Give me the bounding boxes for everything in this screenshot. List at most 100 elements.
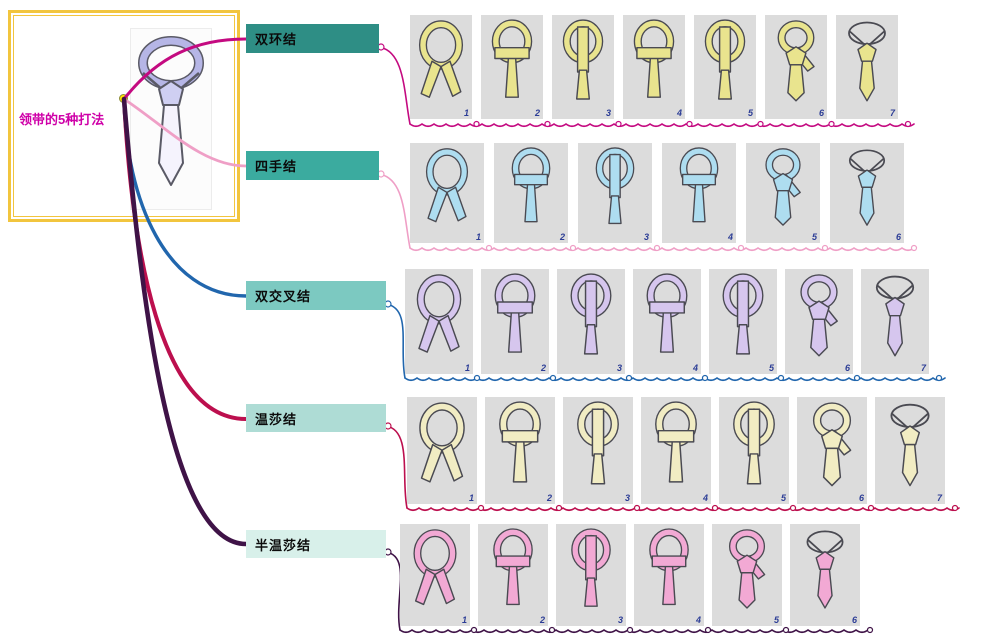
tie-illustration (138, 36, 204, 186)
step-number: 7 (920, 363, 926, 373)
tie-step-card[interactable]: 2 (494, 143, 568, 243)
step-number: 5 (773, 615, 779, 625)
tie-step-image (679, 147, 719, 223)
collapse-handle[interactable] (119, 94, 128, 103)
step-number: 2 (539, 615, 545, 625)
tie-step-image (633, 19, 675, 98)
step-number: 5 (780, 493, 786, 503)
tie-step-card[interactable]: 7 (875, 397, 945, 504)
tie-step-card[interactable]: 3 (556, 524, 626, 626)
tie-step-card[interactable]: 6 (830, 143, 904, 243)
tie-step-image (848, 149, 886, 226)
tie-step-card[interactable]: 5 (712, 524, 782, 626)
tie-step-image (733, 401, 775, 485)
tie-step-image (416, 274, 462, 353)
step-number: 2 (546, 493, 552, 503)
step-number: 1 (468, 493, 474, 503)
tie-step-card[interactable]: 3 (578, 143, 652, 243)
branch-box-half-windsor-knot[interactable]: 半温莎结 (246, 530, 386, 558)
step-row-half-windsor: 1 2 3 4 5 6 (400, 524, 860, 626)
tie-step-card[interactable]: 1 (400, 524, 470, 626)
tie-step-card[interactable]: 4 (634, 524, 704, 626)
tie-step-image (800, 274, 838, 357)
tie-step-image (777, 20, 815, 102)
step-number: 1 (463, 108, 469, 118)
branch-box-windsor-knot[interactable]: 温莎结 (246, 404, 386, 432)
root-topic[interactable]: 领带的5种打法 (8, 10, 240, 222)
tie-step-image (419, 402, 465, 483)
tie-step-image (413, 529, 457, 606)
tie-step-card[interactable]: 4 (633, 269, 701, 374)
tie-step-card[interactable]: 3 (563, 397, 633, 504)
step-number: 6 (851, 615, 857, 625)
step-number: 4 (727, 232, 733, 242)
tie-step-card[interactable]: 2 (481, 15, 543, 119)
step-number: 4 (695, 615, 701, 625)
tie-step-card[interactable]: 1 (407, 397, 477, 504)
tie-step-card[interactable]: 5 (709, 269, 777, 374)
tie-step-image (848, 21, 886, 102)
tie-step-card[interactable]: 4 (623, 15, 685, 119)
root-title: 领带的5种打法 (19, 112, 105, 127)
tie-step-image (806, 530, 844, 609)
tie-step-image (765, 148, 801, 226)
tie-step-image (511, 147, 551, 223)
step-number: 2 (534, 108, 540, 118)
step-number: 6 (895, 232, 901, 242)
tie-step-card[interactable]: 6 (790, 524, 860, 626)
tie-step-card[interactable]: 2 (485, 397, 555, 504)
tie-step-card[interactable]: 1 (405, 269, 473, 374)
branch-label: 半温莎结 (255, 537, 312, 553)
tie-step-card[interactable]: 7 (836, 15, 898, 119)
tie-step-image (571, 528, 611, 607)
tie-step-image (875, 275, 915, 357)
tie-step-card[interactable]: 4 (641, 397, 711, 504)
tie-step-card[interactable]: 3 (552, 15, 614, 119)
branch-box-double-cross-knot[interactable]: 双交叉结 (246, 281, 386, 310)
tie-step-image (418, 20, 464, 98)
tie-step-card[interactable]: 1 (410, 15, 472, 119)
tie-step-image (655, 401, 697, 483)
tie-step-card[interactable]: 2 (481, 269, 549, 374)
step-number: 3 (624, 493, 630, 503)
tie-step-card[interactable]: 4 (662, 143, 736, 243)
step-number: 3 (605, 108, 611, 118)
tie-step-card[interactable]: 5 (694, 15, 756, 119)
tie-step-card[interactable]: 7 (861, 269, 929, 374)
branch-box-double-loop-knot[interactable]: 双环结 (246, 24, 379, 53)
tie-step-card[interactable]: 6 (765, 15, 827, 119)
tie-step-image (595, 147, 635, 225)
tie-step-card[interactable]: 5 (746, 143, 820, 243)
step-number: 4 (676, 108, 682, 118)
step-number: 4 (692, 363, 698, 373)
tie-step-card[interactable]: 1 (410, 143, 484, 243)
tie-step-card[interactable]: 6 (785, 269, 853, 374)
tie-step-image (722, 273, 764, 355)
tie-step-card[interactable]: 3 (557, 269, 625, 374)
step-row-double-cross: 1 2 3 4 5 6 7 (405, 269, 929, 374)
tie-step-image (646, 273, 688, 353)
branch-label: 温莎结 (255, 411, 298, 427)
step-number: 1 (464, 363, 470, 373)
branch-label: 双交叉结 (255, 289, 312, 304)
tie-step-image (577, 401, 619, 485)
step-number: 1 (475, 232, 481, 242)
tie-step-image (704, 19, 746, 100)
tie-step-image (425, 148, 469, 223)
tie-step-image (570, 273, 612, 355)
tie-step-card[interactable]: 6 (797, 397, 867, 504)
tie-step-image (494, 273, 536, 353)
step-number: 2 (540, 363, 546, 373)
step-number: 3 (616, 363, 622, 373)
step-number: 1 (461, 615, 467, 625)
branch-label: 四手结 (255, 159, 298, 174)
tie-step-image (491, 19, 533, 98)
tie-step-card[interactable]: 5 (719, 397, 789, 504)
tie-step-card[interactable]: 2 (478, 524, 548, 626)
step-number: 5 (768, 363, 774, 373)
step-number: 3 (643, 232, 649, 242)
branch-box-four-in-hand-knot[interactable]: 四手结 (246, 151, 379, 180)
